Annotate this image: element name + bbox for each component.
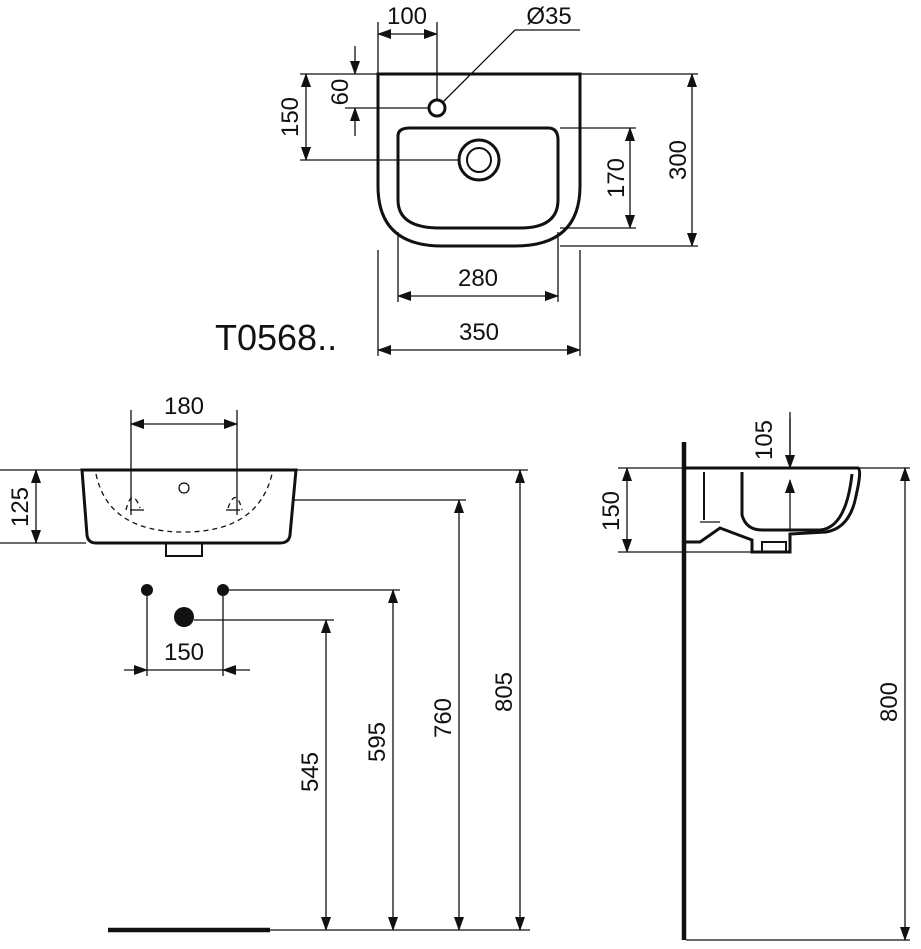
- model-code: T0568..: [215, 317, 337, 358]
- side-view: 105 150 800: [598, 412, 910, 941]
- dim-supply-height: 595: [364, 722, 391, 762]
- bowl-outline: [396, 126, 560, 230]
- dim-waste-height: 545: [297, 752, 324, 792]
- waste-outlet: [457, 138, 501, 182]
- dim-bowl-depth: 170: [603, 158, 630, 198]
- dim-bowl-inner-depth: 105: [751, 420, 778, 460]
- dim-side-basin-height: 150: [598, 491, 625, 531]
- dim-bowl-width: 280: [458, 265, 498, 292]
- top-view: 100 Ø35 60 150 170 300 280 350 T0568..: [215, 3, 698, 358]
- tap-hole: [427, 98, 447, 118]
- dim-tap-hole-diameter: Ø35: [526, 3, 571, 30]
- dim-tap-offset: 100: [387, 3, 427, 30]
- supply-point-right: [217, 584, 229, 596]
- basin-outline: [376, 72, 582, 248]
- dim-waste-depth: 150: [277, 97, 304, 137]
- dim-side-rim-height: 800: [876, 682, 903, 722]
- waste-point: [174, 607, 194, 627]
- front-basin-outline: [80, 468, 298, 545]
- dim-overall-width: 350: [459, 319, 499, 346]
- dim-tap-spacing: 180: [164, 393, 204, 420]
- dim-rim-height: 805: [491, 672, 518, 712]
- dim-underside-height: 760: [430, 698, 457, 738]
- dim-overall-depth: 300: [665, 140, 692, 180]
- side-basin-profile: [684, 466, 862, 554]
- supply-point-left: [141, 584, 153, 596]
- dim-tap-depth: 60: [327, 79, 354, 106]
- front-view: 180 125 150 545 595 760 805: [0, 393, 530, 933]
- dim-supply-spacing: 150: [164, 639, 204, 666]
- dim-front-basin-height: 125: [7, 487, 34, 527]
